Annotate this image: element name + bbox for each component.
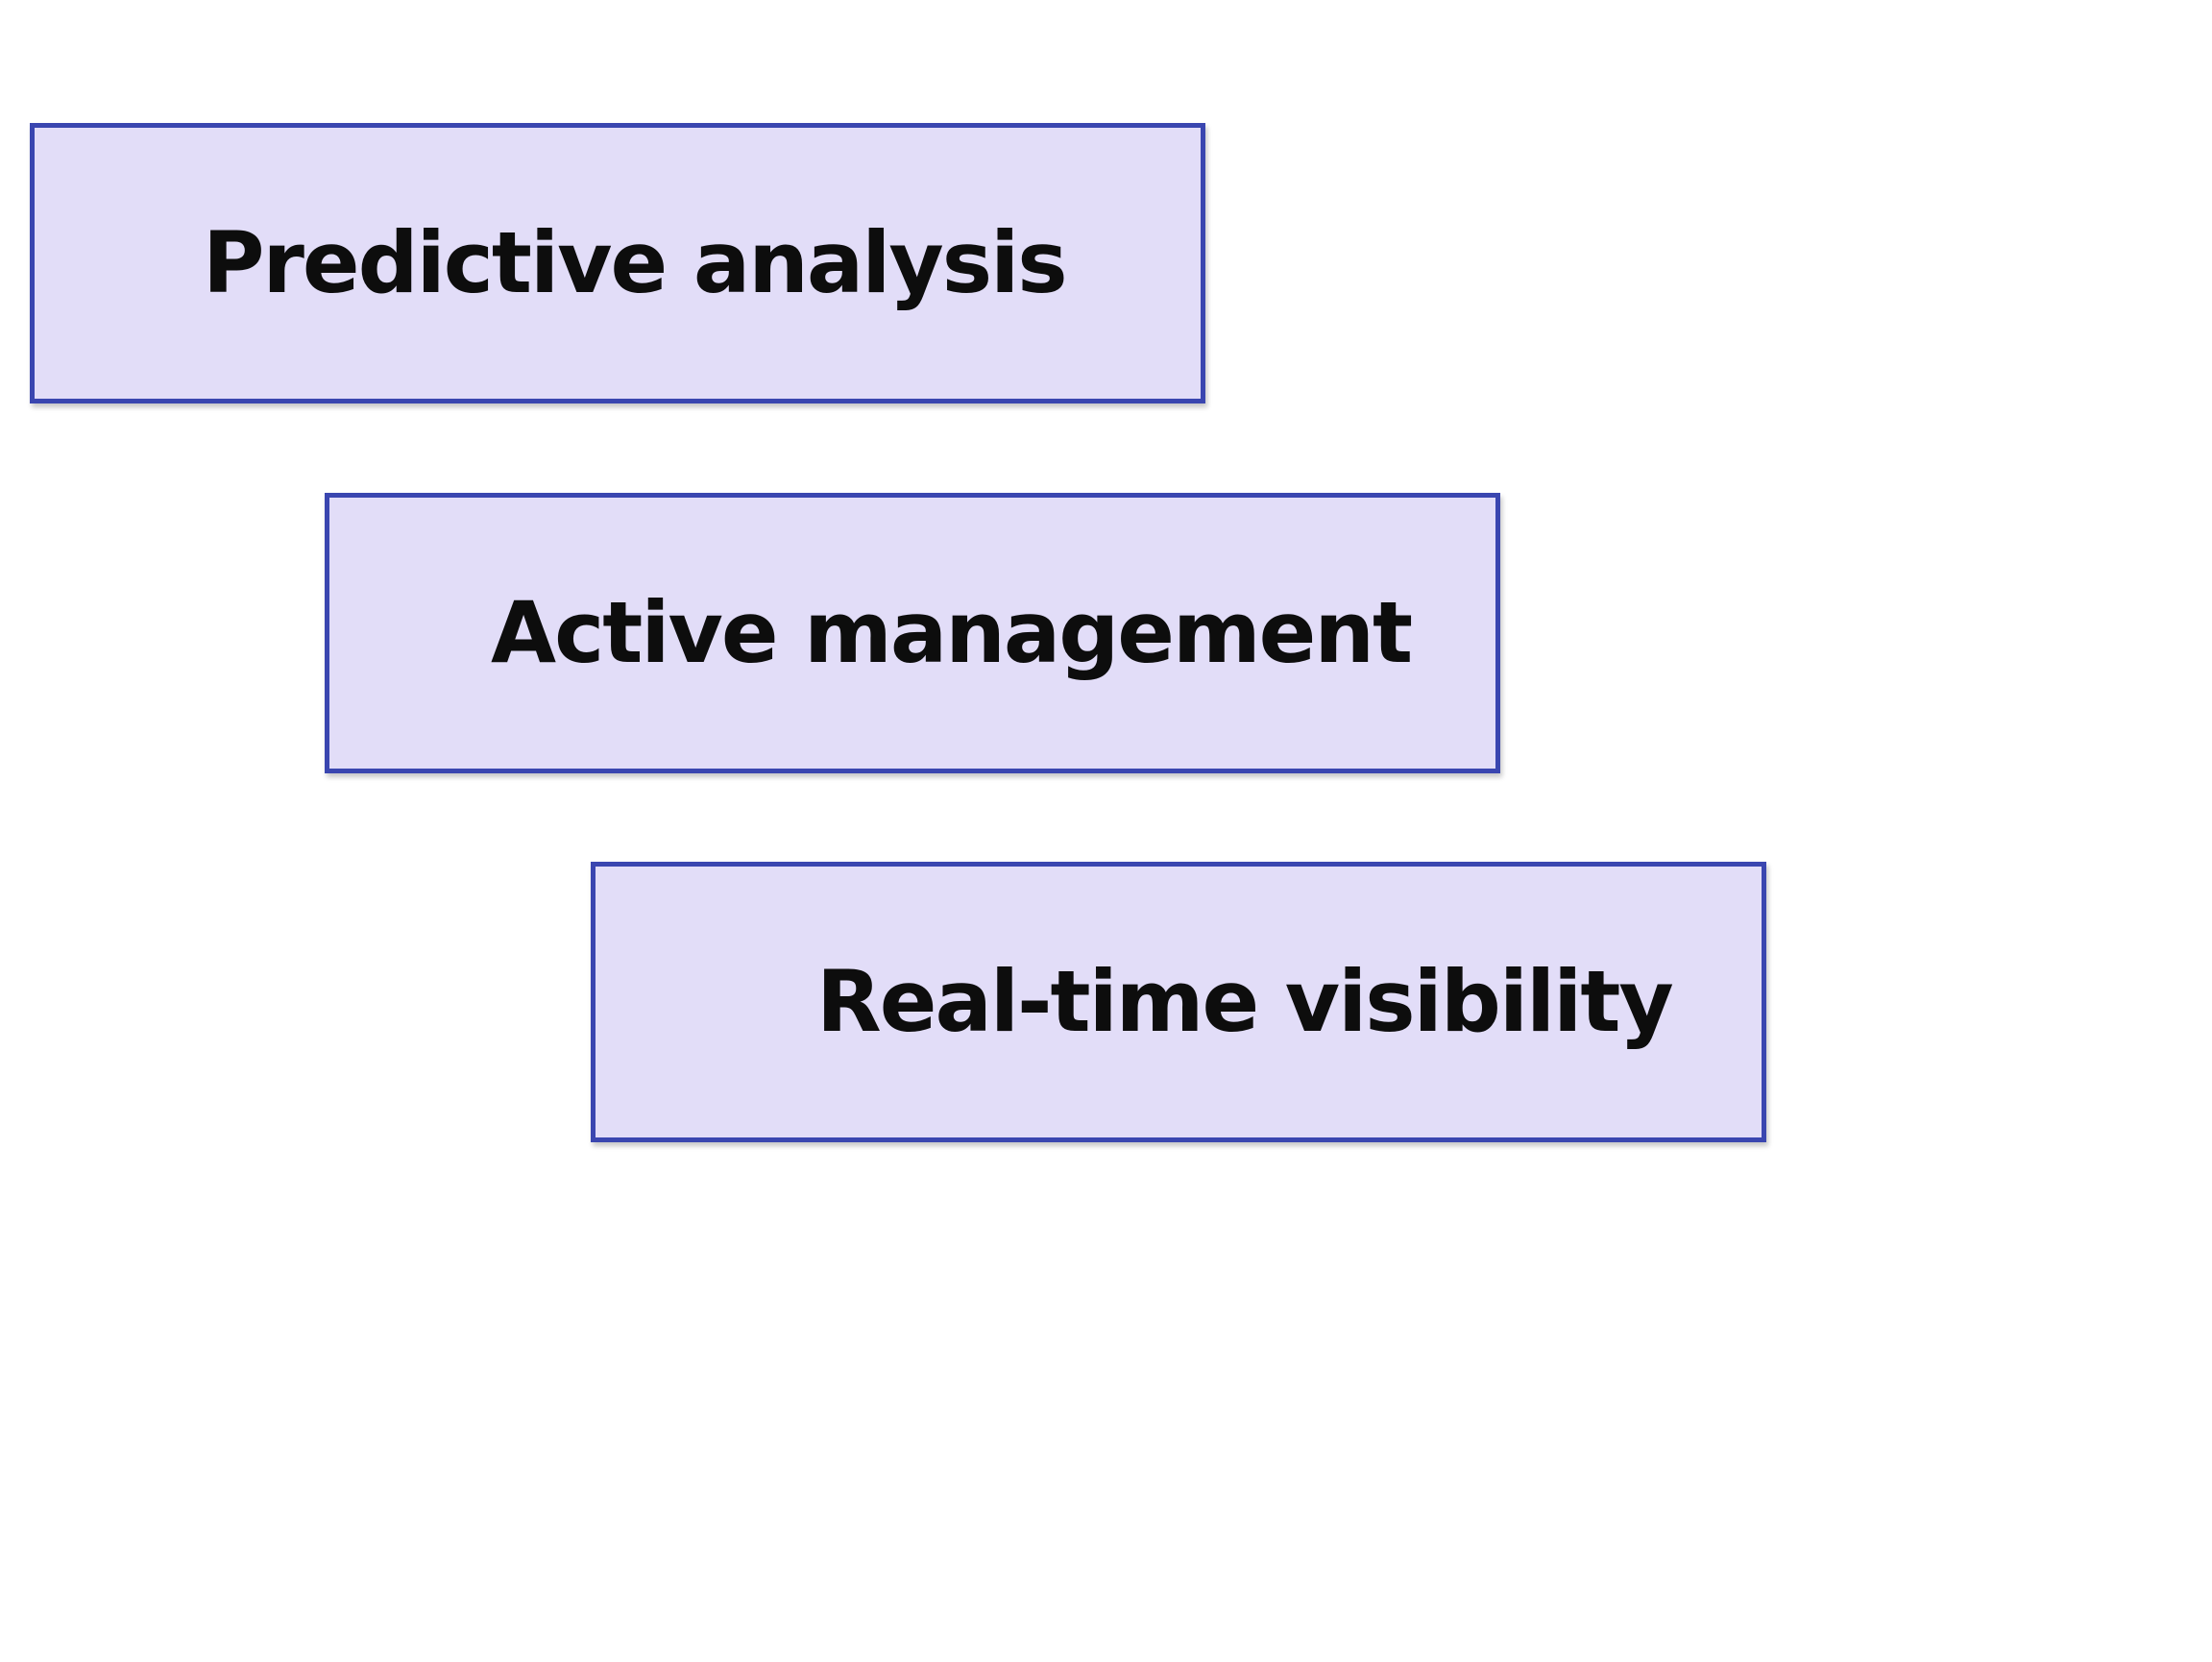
- active-management-label: Active management: [491, 583, 1413, 682]
- real-time-visibility-label: Real-time visibility: [816, 952, 1674, 1051]
- predictive-analysis-box: Predictive analysis: [30, 123, 1205, 403]
- real-time-visibility-box: Real-time visibility: [591, 862, 1766, 1142]
- predictive-analysis-label: Predictive analysis: [203, 213, 1068, 312]
- active-management-box: Active management: [325, 493, 1500, 773]
